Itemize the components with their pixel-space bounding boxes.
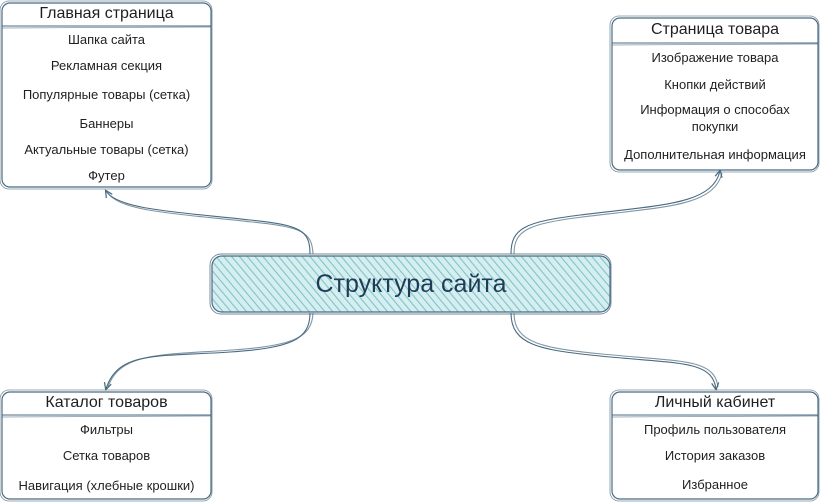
center-node [209,253,612,315]
node-product-title: Страница товара [650,21,780,38]
node-product: Страница товара Изображение товара Кнопк… [612,18,818,170]
connector-account [510,312,716,389]
connector-product [510,171,720,255]
node-catalog: Каталог товаров Фильтры Сетка товаров На… [2,392,211,499]
node-product-item: Кнопки действий [664,77,766,92]
node-catalog-item: Сетка товаров [62,448,151,463]
node-account-item: Профиль пользователя [643,422,787,437]
node-catalog-item: Фильтры [79,422,133,437]
node-home-item: Рекламная секция [50,58,163,73]
center-label: Структура сайта [315,270,507,298]
node-home-item: Популярные товары (сетка) [22,87,191,102]
node-account-item: Избранное [682,477,748,492]
product-box-frame [609,15,820,173]
connector-home [106,191,311,255]
account-box-frame [609,389,820,502]
node-home-item: Футер [88,168,125,183]
node-home-item: Баннеры [79,116,134,131]
home-box-frame [0,0,213,190]
node-home: Главная страница Шапка сайта Рекламная с… [2,3,211,187]
catalog-box-frame [0,389,213,502]
node-account-title: Личный кабинет [654,394,776,411]
node-catalog-item: Навигация (хлебные крошки) [18,478,195,493]
node-product-item: Изображение товара [651,50,779,65]
node-home-item: Шапка сайта [67,32,146,47]
node-home-title: Главная страница [39,5,174,22]
node-home-item: Актуальные товары (сетка) [24,142,189,157]
node-account-item: История заказов [664,448,766,463]
node-product-item: Дополнительная информация [624,147,806,162]
node-catalog-title: Каталог товаров [45,394,168,411]
node-account: Личный кабинет Профиль пользователя Исто… [612,392,818,499]
connectors [106,171,722,389]
node-product-item: Информация о способах покупки [640,102,790,134]
